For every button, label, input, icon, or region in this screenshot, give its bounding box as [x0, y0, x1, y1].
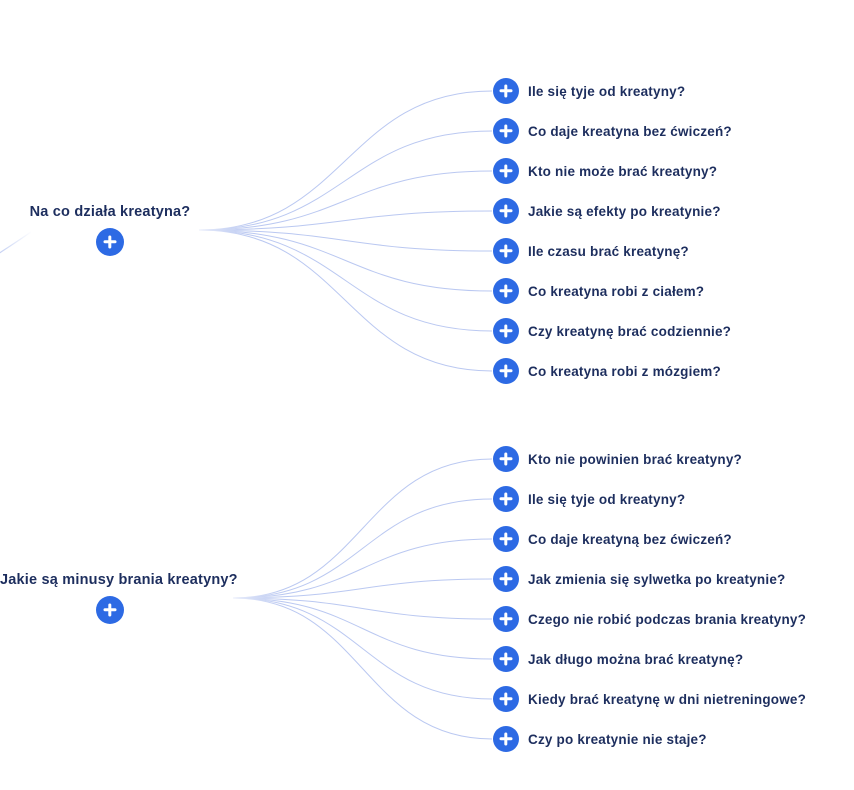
expand-button[interactable]: [493, 318, 519, 344]
child-node: Czego nie robić podczas brania kreatyny?: [493, 606, 806, 632]
plus-icon: [493, 318, 519, 344]
child-node-label[interactable]: Co daje kreatyna bez ćwiczeń?: [528, 123, 732, 139]
child-node-label[interactable]: Kiedy brać kreatynę w dni nietreningowe?: [528, 691, 807, 707]
plus-icon: [96, 228, 124, 256]
expand-button[interactable]: [493, 238, 519, 264]
expand-button[interactable]: [493, 486, 519, 512]
child-node: Jak zmienia się sylwetka po kreatynie?: [493, 566, 785, 592]
child-node: Kto nie powinien brać kreatyny?: [493, 446, 742, 472]
child-node: Kiedy brać kreatynę w dni nietreningowe?: [493, 686, 806, 712]
plus-icon: [493, 486, 519, 512]
child-node-label[interactable]: Ile czasu brać kreatynę?: [528, 243, 689, 259]
plus-icon: [493, 526, 519, 552]
child-node: Czy po kreatynie nie staje?: [493, 726, 707, 752]
plus-icon: [493, 726, 519, 752]
child-node-label[interactable]: Co daje kreatyną bez ćwiczeń?: [528, 531, 732, 547]
expand-button[interactable]: [493, 526, 519, 552]
expand-button[interactable]: [493, 446, 519, 472]
parent-node-label[interactable]: Na co działa kreatyna?: [29, 204, 191, 220]
expand-button[interactable]: [493, 606, 519, 632]
plus-icon: [493, 686, 519, 712]
child-node: Co daje kreatyna bez ćwiczeń?: [493, 118, 732, 144]
expand-button[interactable]: [493, 726, 519, 752]
fan-tip-fade: [220, 580, 282, 616]
child-node-label[interactable]: Czego nie robić podczas brania kreatyny?: [528, 611, 807, 627]
expand-button[interactable]: [493, 78, 519, 104]
child-node: Co kreatyna robi z mózgiem?: [493, 358, 721, 384]
child-node-label[interactable]: Czy po kreatynie nie staje?: [528, 731, 707, 747]
expand-button[interactable]: [493, 646, 519, 672]
expand-button[interactable]: [493, 118, 519, 144]
fan-tip-fade: [186, 212, 248, 248]
plus-icon: [493, 238, 519, 264]
incoming-connector-stub: [0, 231, 32, 254]
child-node-label[interactable]: Jak długo można brać kreatynę?: [528, 651, 744, 667]
parent-node: Na co działa kreatyna?: [0, 204, 220, 256]
expand-button[interactable]: [493, 566, 519, 592]
child-node-label[interactable]: Czy kreatynę brać codziennie?: [528, 323, 732, 339]
expand-button[interactable]: [493, 358, 519, 384]
child-node-label[interactable]: Kto nie może brać kreatyny?: [528, 163, 718, 179]
child-node-label[interactable]: Jakie są efekty po kreatynie?: [528, 203, 721, 219]
fan-node-1: [198, 90, 493, 372]
plus-icon: [493, 158, 519, 184]
child-node-label[interactable]: Co kreatyna robi z ciałem?: [528, 283, 705, 299]
child-node: Co daje kreatyną bez ćwiczeń?: [493, 526, 732, 552]
child-node: Kto nie może brać kreatyny?: [493, 158, 717, 184]
child-node-label[interactable]: Kto nie powinien brać kreatyny?: [528, 451, 742, 467]
plus-icon: [493, 78, 519, 104]
expand-button[interactable]: [493, 158, 519, 184]
plus-icon: [493, 358, 519, 384]
plus-icon: [493, 566, 519, 592]
plus-icon: [493, 118, 519, 144]
child-node-label[interactable]: Co kreatyna robi z mózgiem?: [528, 363, 721, 379]
plus-icon: [493, 446, 519, 472]
child-node-label[interactable]: Jak zmienia się sylwetka po kreatynie?: [528, 571, 786, 587]
child-node: Czy kreatynę brać codziennie?: [493, 318, 731, 344]
plus-icon: [96, 596, 124, 624]
plus-icon: [493, 646, 519, 672]
child-node: Ile się tyje od kreatyny?: [493, 486, 685, 512]
child-node: Ile czasu brać kreatynę?: [493, 238, 689, 264]
expand-button[interactable]: [493, 686, 519, 712]
child-node-label[interactable]: Ile się tyje od kreatyny?: [528, 83, 686, 99]
child-node: Co kreatyna robi z ciałem?: [493, 278, 704, 304]
child-node-label[interactable]: Ile się tyje od kreatyny?: [528, 491, 686, 507]
expand-button[interactable]: [493, 198, 519, 224]
expand-button[interactable]: [96, 228, 124, 256]
parent-node: Jakie są minusy brania kreatyny?: [0, 572, 238, 624]
parent-node-label[interactable]: Jakie są minusy brania kreatyny?: [0, 572, 238, 588]
expand-button[interactable]: [493, 278, 519, 304]
plus-icon: [493, 606, 519, 632]
child-node: Ile się tyje od kreatyny?: [493, 78, 685, 104]
plus-icon: [493, 278, 519, 304]
child-node: Jakie są efekty po kreatynie?: [493, 198, 721, 224]
plus-icon: [493, 198, 519, 224]
child-node: Jak długo można brać kreatynę?: [493, 646, 743, 672]
expand-button[interactable]: [96, 596, 124, 624]
